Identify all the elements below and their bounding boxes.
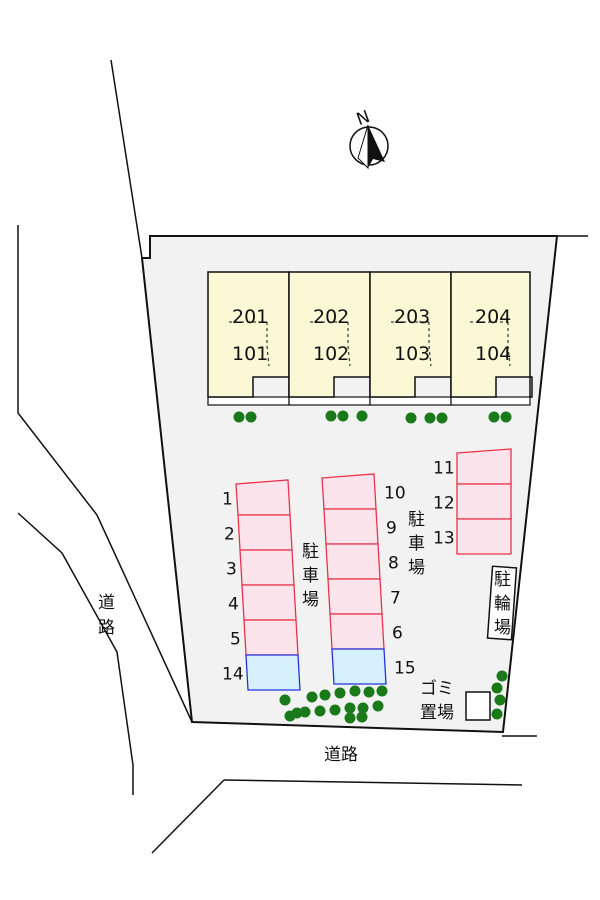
road-label-bottom: 道路	[324, 745, 358, 765]
parking-stall-number: 11	[433, 459, 455, 479]
parking-stall	[321, 473, 377, 510]
parking-stall	[239, 549, 295, 586]
unit-label-upper: 201	[232, 306, 268, 328]
parking-stall	[329, 613, 385, 650]
parking-stall-number: 14	[222, 665, 244, 685]
tree-icon	[245, 411, 257, 423]
parking-label-char: 車	[302, 566, 319, 586]
tree-icon	[334, 687, 346, 699]
parking-label-char: 場	[408, 558, 425, 578]
tree-icon	[424, 412, 436, 424]
parking-stall-number: 15	[394, 659, 416, 679]
unit-label-lower: 101	[232, 343, 268, 365]
bicycle-parking-char-2: 輪	[494, 594, 511, 614]
parking-stall-number: 2	[224, 525, 235, 545]
tree-icon	[356, 711, 368, 723]
tree-icon	[314, 705, 326, 717]
parking-label-char: 車	[408, 534, 425, 554]
tree-icon	[496, 670, 508, 682]
north-arrow-icon: N	[349, 107, 389, 170]
tree-icon	[436, 412, 448, 424]
parking-stall-number: 5	[230, 630, 241, 650]
parking-stall-number: 1	[222, 490, 233, 510]
trees	[233, 410, 512, 724]
tree-icon	[344, 712, 356, 724]
tree-icon	[329, 704, 341, 716]
parking-stall-number: 8	[388, 554, 399, 574]
parking-stall-number: 9	[386, 519, 397, 539]
road-lines	[17, 59, 588, 854]
tree-icon	[325, 410, 337, 422]
tree-icon	[344, 702, 356, 714]
apartment-building: 201 101 202 102 203 103 204 104	[207, 271, 533, 406]
parking-stall	[327, 578, 383, 615]
tree-icon	[372, 700, 384, 712]
tree-icon	[233, 411, 245, 423]
right_column-column: 11 12 13	[433, 448, 512, 555]
garbage-area: ゴミ 置場	[420, 678, 491, 723]
tree-icon	[491, 708, 503, 720]
unit-block: 203 103	[369, 271, 452, 406]
parking-stall-number: 4	[228, 595, 239, 615]
unit-label-lower: 103	[394, 343, 430, 365]
parking-stall	[323, 508, 379, 545]
tree-icon	[500, 411, 512, 423]
parking-stall-number: 13	[433, 529, 455, 549]
parking-label-char: 駐	[302, 542, 319, 562]
parking-stall	[235, 479, 291, 516]
unit-block: 204 104	[450, 271, 533, 406]
parking-stall	[241, 584, 297, 621]
parking-stall	[456, 518, 512, 555]
tree-icon	[349, 685, 361, 697]
tree-icon	[488, 411, 500, 423]
north-label: N	[354, 107, 373, 130]
garbage-label-line-2: 置場	[420, 703, 454, 723]
unit-label-upper: 203	[394, 306, 430, 328]
tree-icon	[284, 710, 296, 722]
unit-label-upper: 204	[475, 306, 511, 328]
parking-stall-accessible	[245, 654, 301, 691]
tree-icon	[356, 410, 368, 422]
parking-stall-number: 12	[433, 494, 455, 514]
unit-label-upper: 202	[313, 306, 349, 328]
tree-icon	[337, 410, 349, 422]
tree-icon	[299, 706, 311, 718]
parking-label-char: 駐	[408, 510, 425, 530]
tree-icon	[494, 694, 506, 706]
left_column-column: 1 2 3 4 5 14	[222, 479, 301, 691]
parking-stall-number: 7	[390, 589, 401, 609]
bicycle-parking: 駐 輪 場	[486, 565, 518, 641]
unit-label-lower: 102	[313, 343, 349, 365]
garbage-label-line-1: ゴミ	[420, 678, 454, 699]
tree-icon	[363, 686, 375, 698]
tree-icon	[357, 702, 369, 714]
parking-stall	[456, 448, 512, 485]
tree-icon	[376, 685, 388, 697]
garbage-box	[465, 691, 491, 721]
road-label-left-char-1: 道	[98, 593, 115, 613]
tree-icon	[405, 412, 417, 424]
unit-block: 202 102	[288, 271, 371, 406]
parking-stall	[237, 514, 293, 551]
parking-stall-accessible	[331, 648, 387, 685]
unit-block: 201 101	[207, 271, 290, 406]
road-label-left-char-2: 路	[98, 618, 115, 638]
tree-icon	[306, 691, 318, 703]
parking-stall	[325, 543, 381, 580]
tree-icon	[491, 682, 503, 694]
bicycle-parking-char-3: 場	[494, 618, 511, 638]
parking-stall	[456, 483, 512, 520]
tree-icon	[279, 694, 291, 706]
center_column-column: 10 9 8 7 6 15	[321, 473, 416, 685]
bicycle-parking-char-1: 駐	[494, 570, 511, 590]
parking-stall	[243, 619, 299, 656]
parking-stall-number: 10	[384, 484, 406, 504]
parking-stall-number: 6	[392, 624, 403, 644]
unit-label-lower: 104	[475, 343, 511, 365]
parking-label-char: 場	[302, 590, 319, 610]
parking-stall-number: 3	[226, 560, 237, 580]
tree-icon	[319, 689, 331, 701]
